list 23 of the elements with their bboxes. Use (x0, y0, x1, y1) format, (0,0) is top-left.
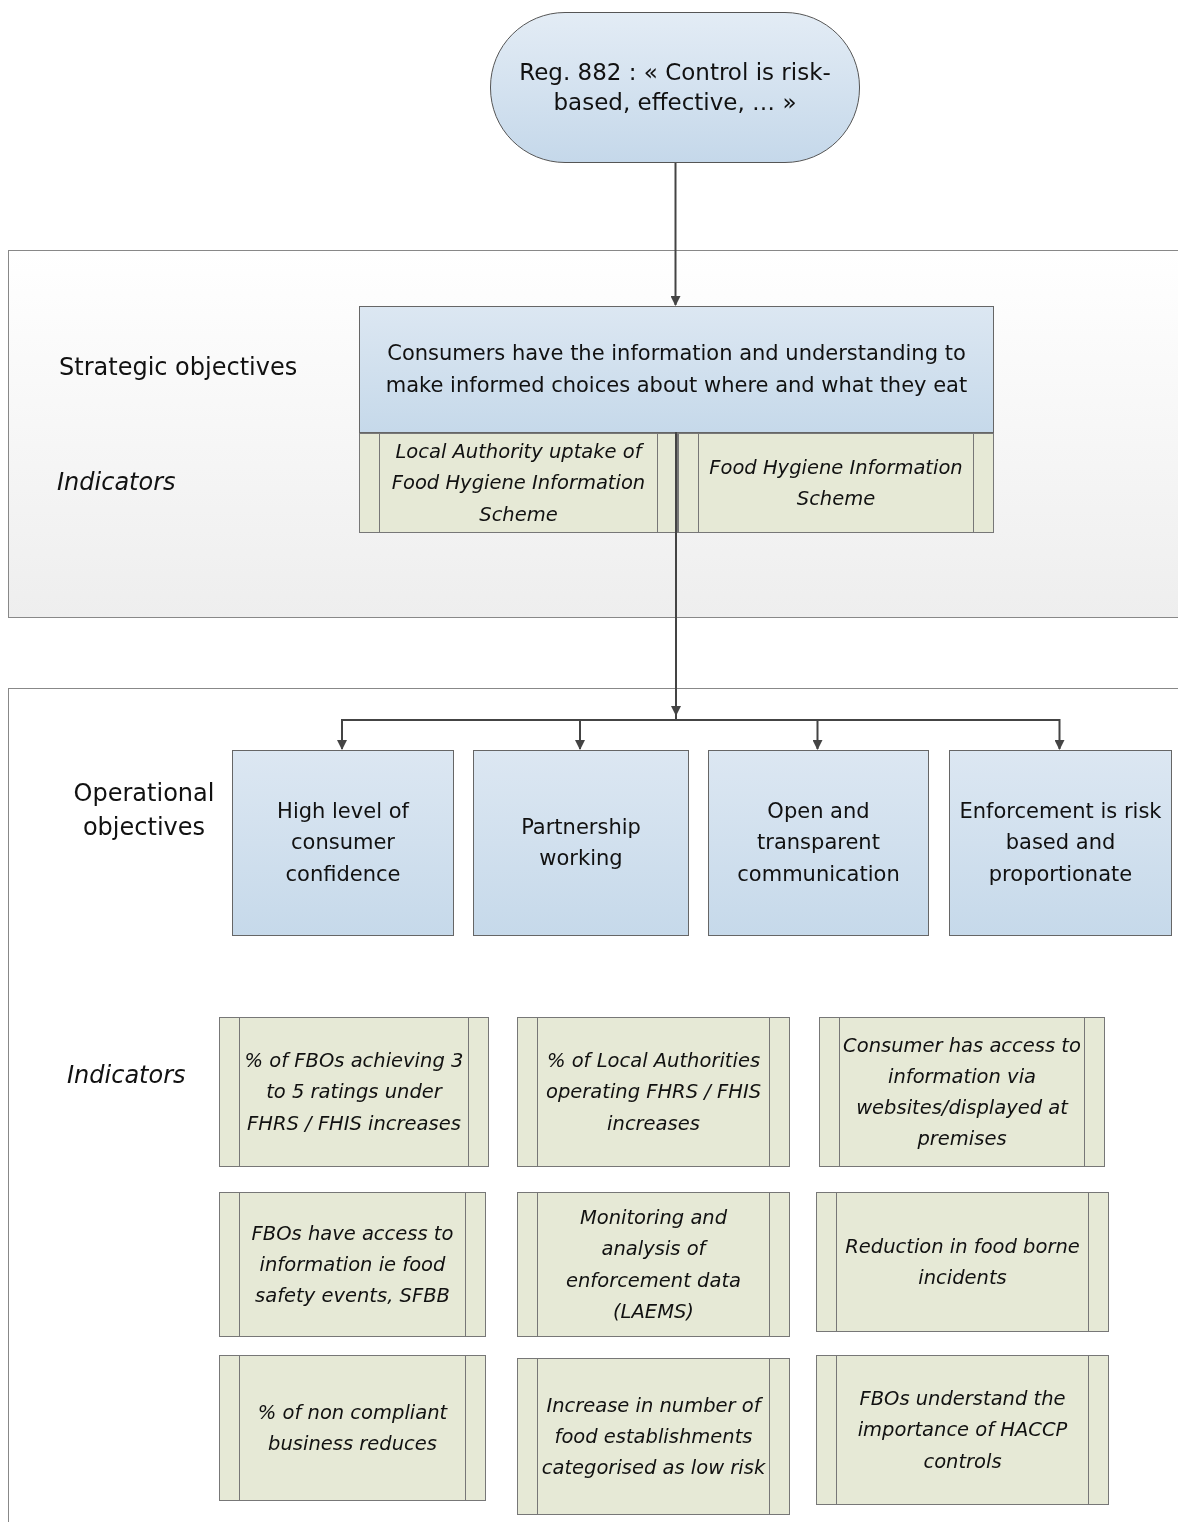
band-subheading: Indicators (57, 467, 176, 498)
indicator-box: % of non compliant business reduces (219, 1355, 486, 1501)
objective-box: High level of consumer confidence (232, 750, 454, 936)
swimlane-band (8, 688, 1178, 1522)
indicator-box: Increase in number of food establishments categorised as low risk (517, 1358, 790, 1515)
band-heading: Strategic objectives (59, 352, 298, 383)
indicator-box: Reduction in food borne incidents (816, 1192, 1109, 1332)
indicator-box: FBOs have access to information ie food safety events, SFBB (219, 1192, 486, 1337)
arrow (670, 162, 681, 306)
band-subheading: Indicators (67, 1060, 186, 1091)
indicator-box: Local Authority uptake of Food Hygiene Information Scheme (359, 433, 678, 533)
objective-box: Consumers have the information and understanding to make informed choices about where and what they eat (359, 306, 994, 433)
indicator-box: % of FBOs achieving 3 to 5 ratings under FHRS / FHIS increases (219, 1017, 489, 1167)
indicator-box: FBOs understand the importance of HACCP controls (816, 1355, 1109, 1505)
indicator-box: % of Local Authorities operating FHRS / FHIS increases (517, 1017, 790, 1167)
indicator-box: Monitoring and analysis of enforcement data (LAEMS) (517, 1192, 790, 1337)
objective-box: Enforcement is risk based and proportionate (949, 750, 1172, 936)
indicator-box: Consumer has access to information via websites/displayed at premises (819, 1017, 1105, 1167)
swimlane-band (8, 250, 1178, 618)
objective-box: Partnership working (473, 750, 689, 936)
objective-box: Open and transparent communication (708, 750, 929, 936)
band-heading: Operational objectives (72, 778, 216, 843)
indicator-box: Food Hygiene Information Scheme (678, 433, 994, 533)
